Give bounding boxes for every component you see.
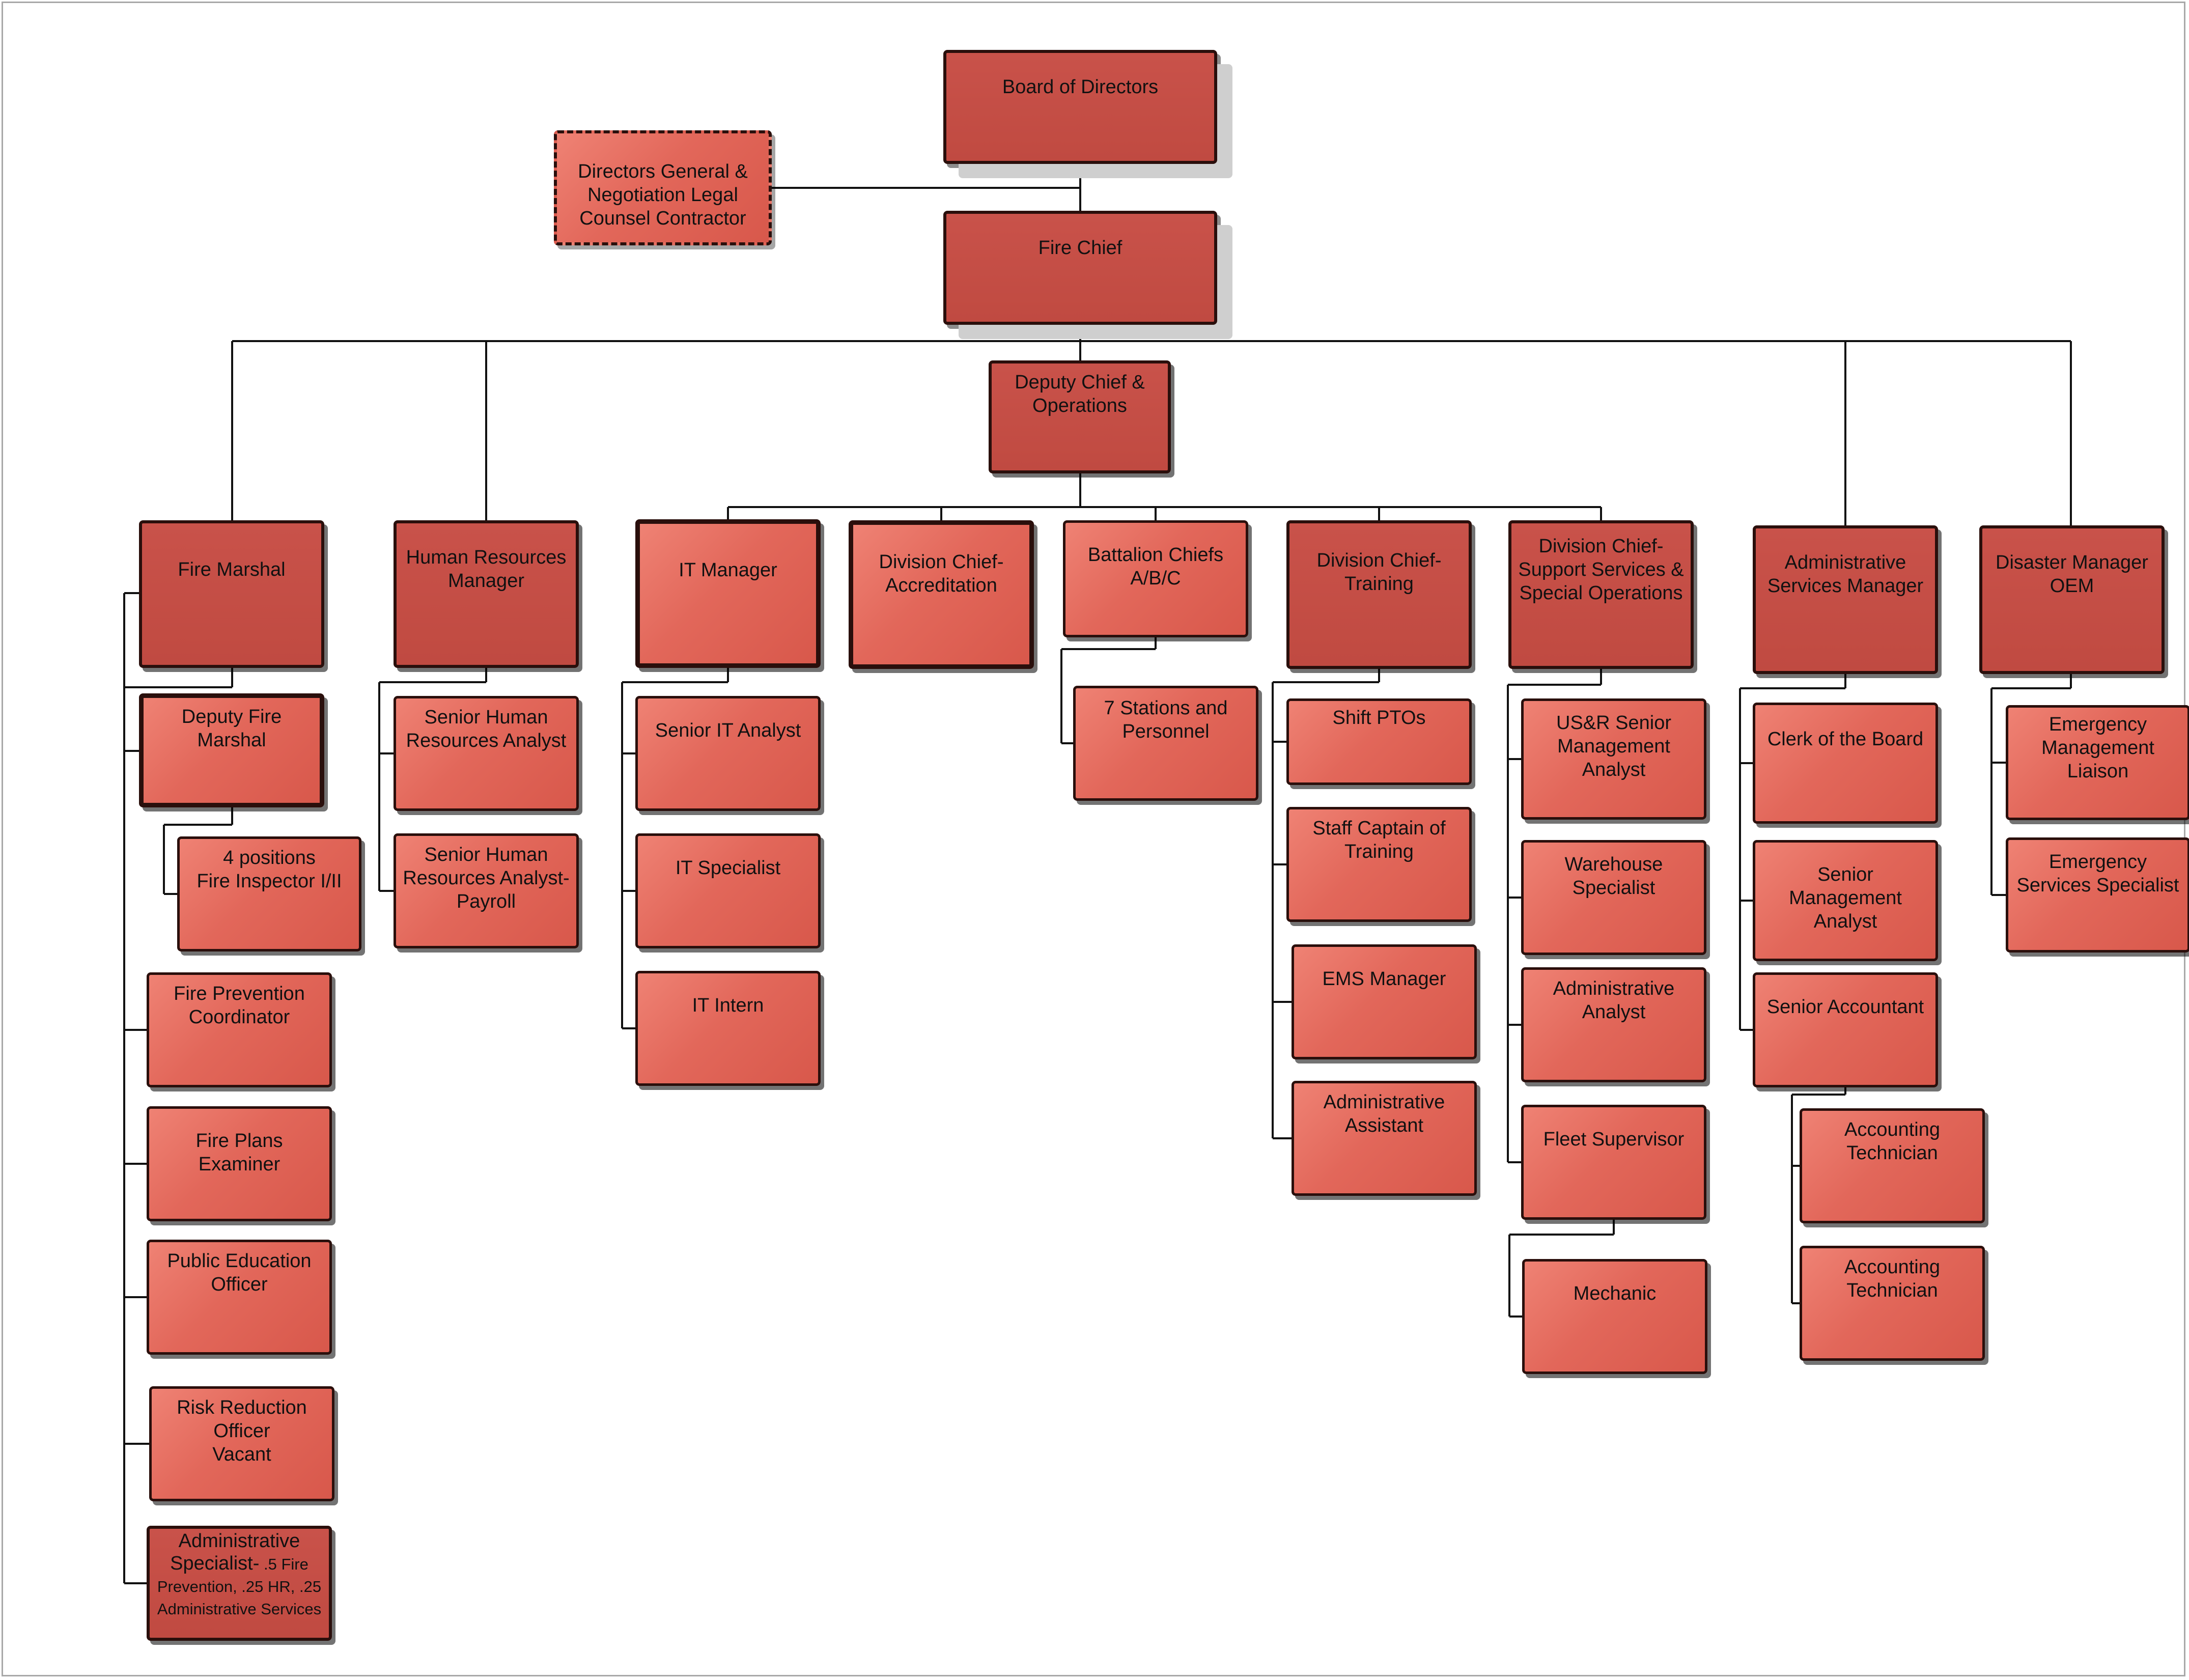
node-fire-marshal: Fire Marshal: [139, 520, 324, 668]
node-clerk-of-board: Clerk of the Board: [1753, 703, 1938, 824]
node-emergency-services-specialist: Emergency Services Specialist: [2006, 837, 2189, 953]
node-shift-ptos: Shift PTOs: [1286, 698, 1472, 785]
node-senior-it-analyst: Senior IT Analyst: [635, 696, 821, 811]
node-fleet-supervisor: Fleet Supervisor: [1521, 1105, 1706, 1220]
node-senior-management-analyst: Senior Management Analyst: [1753, 840, 1938, 961]
node-usr-senior-analyst: US&R Senior Management Analyst: [1521, 698, 1706, 820]
node-emergency-management-liaison: Emergency Management Liaison: [2006, 705, 2189, 820]
node-it-specialist: IT Specialist: [635, 833, 821, 948]
node-deputy-chief: Deputy Chief & Operations: [989, 360, 1171, 473]
node-division-chief-training: Division Chief- Training: [1286, 520, 1472, 669]
node-fire-plans-examiner: Fire Plans Examiner: [147, 1106, 332, 1221]
node-ems-manager: EMS Manager: [1292, 944, 1477, 1059]
node-administrative-assistant: Administrative Assistant: [1292, 1081, 1477, 1196]
node-division-chief-accreditation: Division Chief- Accreditation: [849, 520, 1034, 669]
node-warehouse-specialist: Warehouse Specialist: [1521, 840, 1706, 955]
node-accounting-technician-2: Accounting Technician: [1800, 1246, 1985, 1361]
node-board-of-directors: Board of Directors: [943, 50, 1217, 164]
node-mechanic: Mechanic: [1522, 1259, 1707, 1374]
node-division-chief-support: Division Chief- Support Services & Speci…: [1508, 520, 1694, 669]
node-staff-captain-training: Staff Captain of Training: [1286, 807, 1472, 922]
node-administrative-analyst: Administrative Analyst: [1521, 967, 1706, 1082]
administrative-specialist-detail: .5 Fire Prevention, .25 HR, .25 Administ…: [157, 1555, 322, 1618]
node-risk-reduction-officer: Risk Reduction Officer Vacant: [149, 1386, 334, 1501]
node-senior-hr-analyst: Senior Human Resources Analyst: [394, 696, 579, 811]
node-stations-personnel: 7 Stations and Personnel: [1073, 686, 1258, 801]
administrative-specialist-title: Administrative Specialist-: [170, 1530, 300, 1574]
node-deputy-fire-marshal: Deputy Fire Marshal: [139, 693, 324, 807]
node-it-manager: IT Manager: [635, 519, 821, 668]
node-fire-chief: Fire Chief: [943, 211, 1217, 325]
node-fire-prevention-coordinator: Fire Prevention Coordinator: [147, 972, 332, 1087]
node-disaster-manager: Disaster Manager OEM: [1979, 525, 2165, 674]
node-administrative-specialist: Administrative Specialist- .5 Fire Preve…: [147, 1526, 332, 1641]
node-senior-hr-analyst-payroll: Senior Human Resources Analyst- Payroll: [394, 833, 579, 948]
node-accounting-technician-1: Accounting Technician: [1800, 1108, 1985, 1223]
node-fire-inspector: 4 positions Fire Inspector I/II: [177, 836, 361, 951]
node-battalion-chiefs: Battalion Chiefs A/B/C: [1063, 520, 1248, 637]
node-directors-general: Directors General & Negotiation Legal Co…: [554, 130, 772, 245]
node-hr-manager: Human Resources Manager: [394, 520, 579, 668]
node-senior-accountant: Senior Accountant: [1753, 972, 1938, 1087]
node-public-education-officer: Public Education Officer: [147, 1240, 332, 1355]
node-it-intern: IT Intern: [635, 971, 821, 1086]
node-admin-services-manager: Administrative Services Manager: [1753, 525, 1938, 674]
